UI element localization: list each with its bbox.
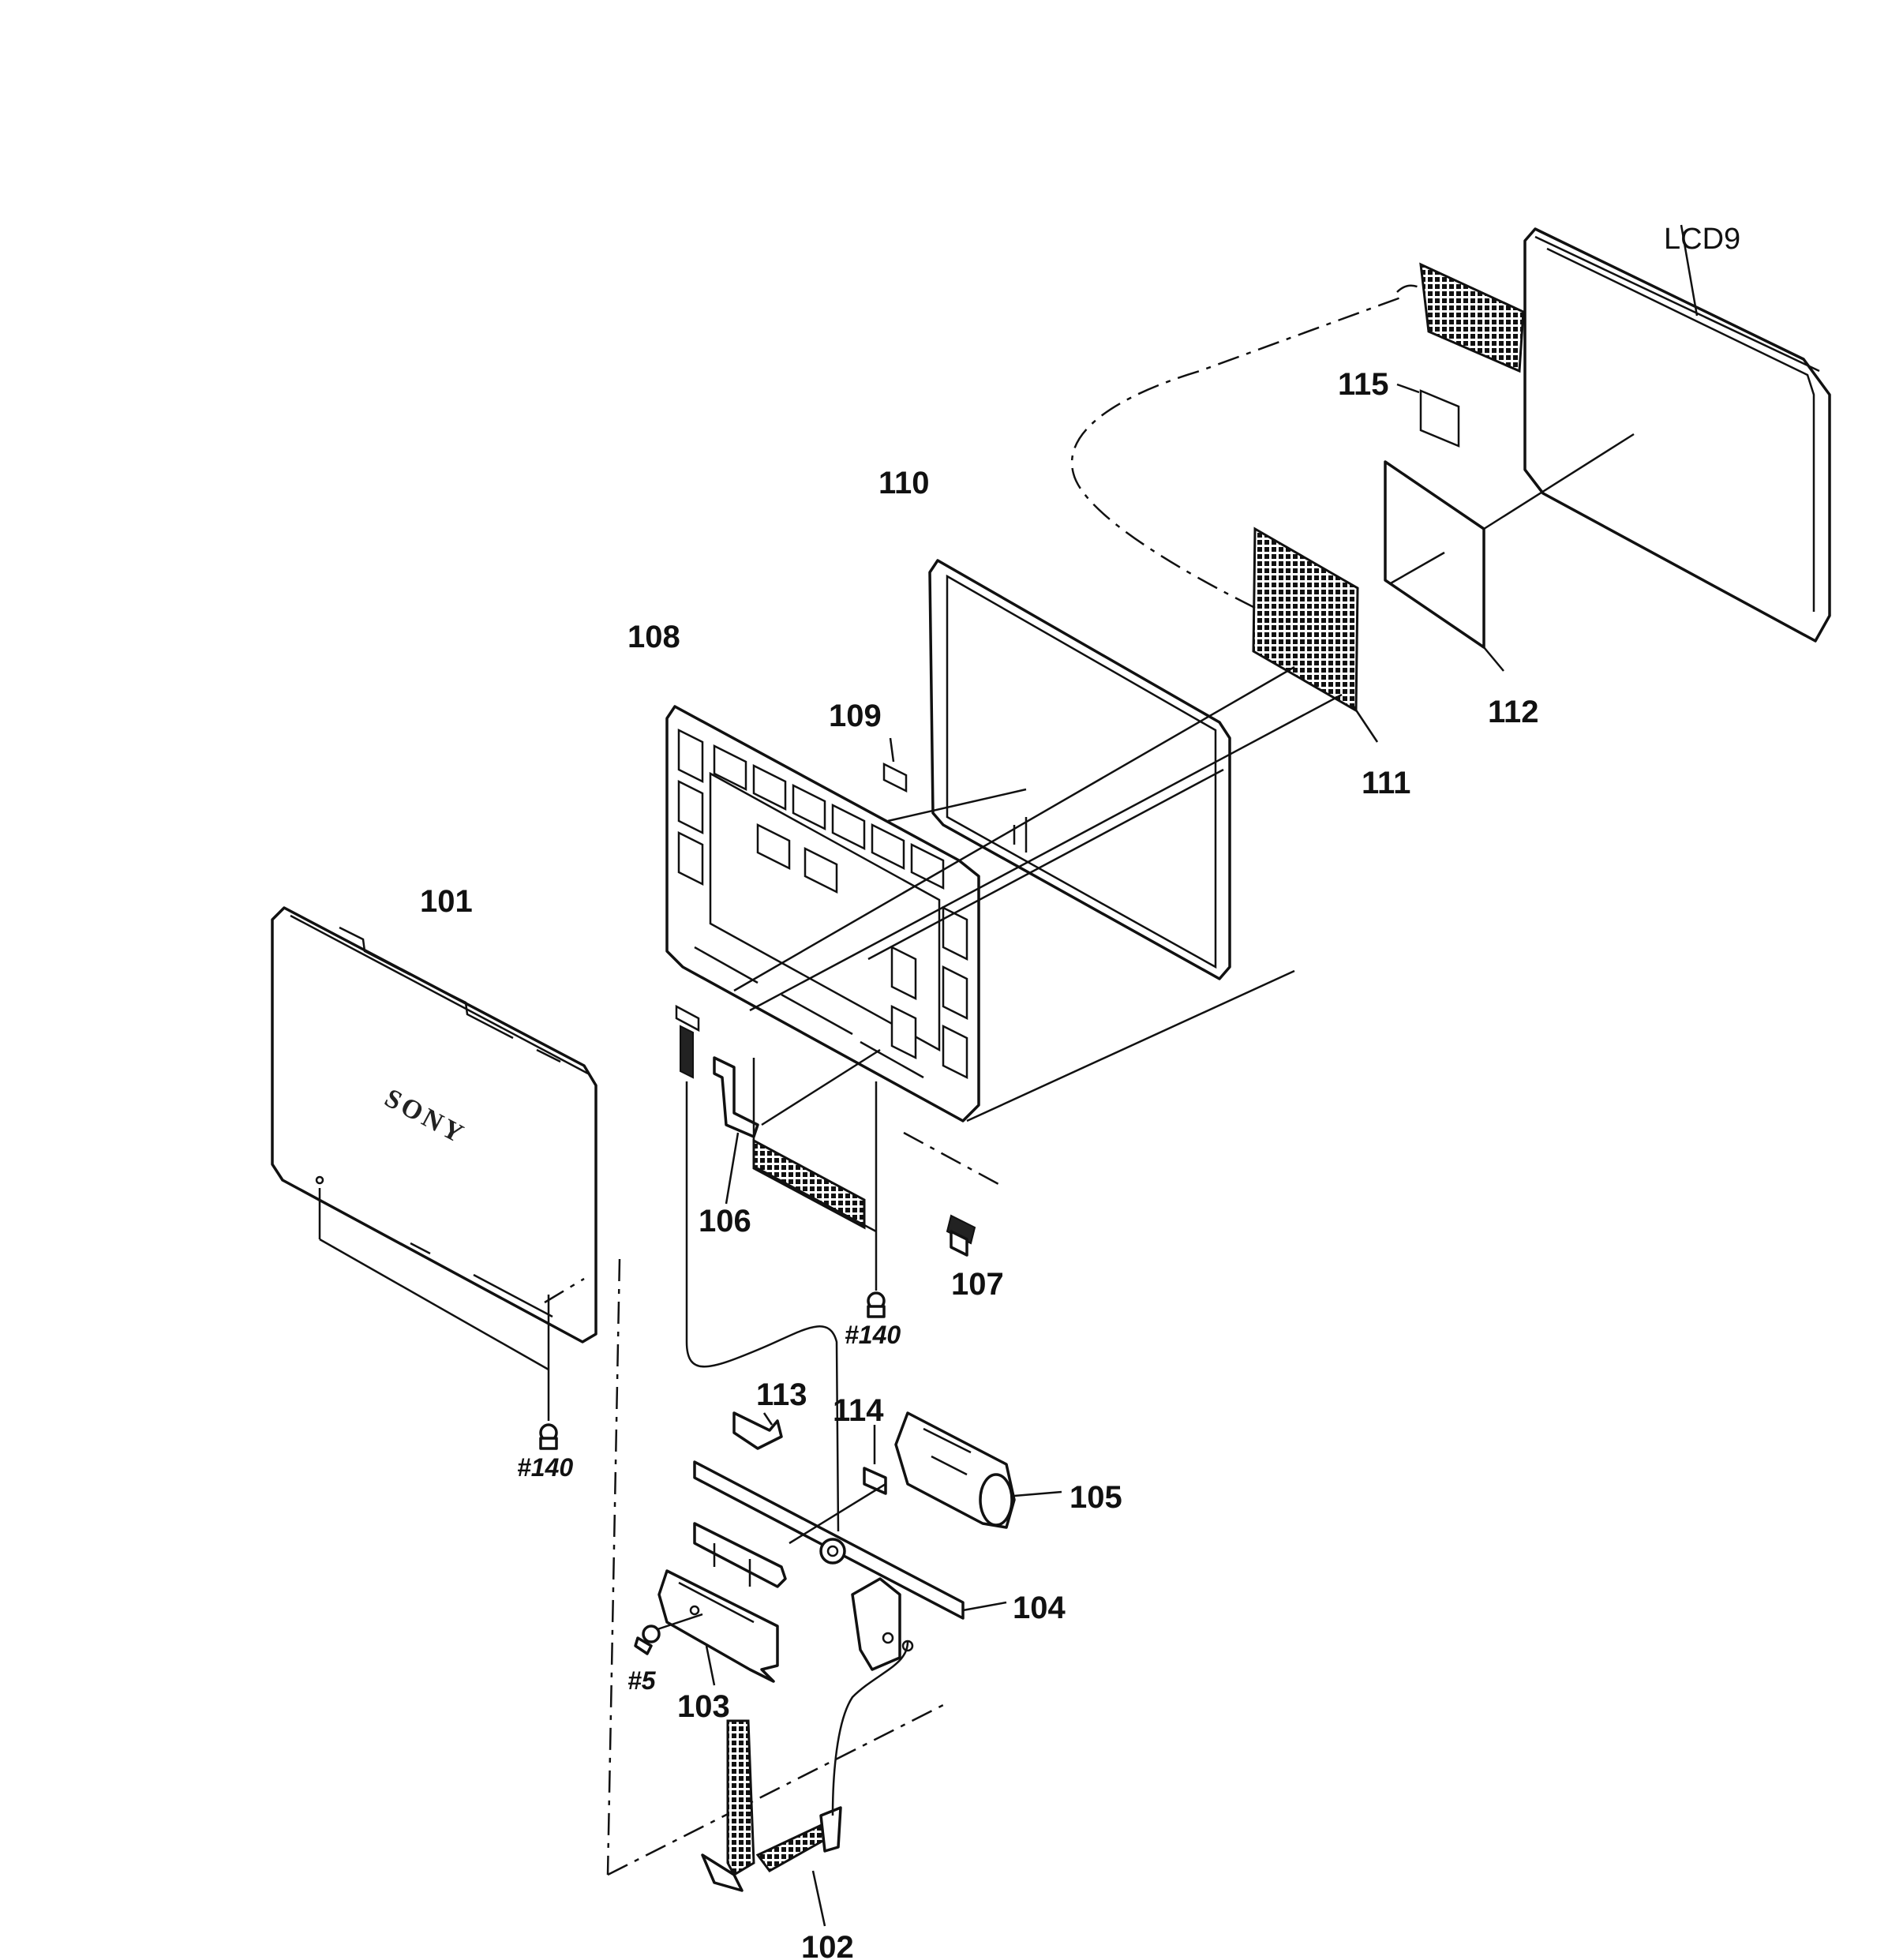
part-113-bracket [732,1411,783,1450]
chassis-grid [677,728,968,1080]
alignment-lines [733,665,1343,1122]
part-114-block [863,1425,887,1495]
part-labels: LCD9 115 110 108 109 111 112 101 106 107… [420,223,1740,1960]
label-screw-140-left: #140 [517,1453,573,1482]
label-106: 106 [699,1204,751,1239]
wire-lead [685,1081,840,1532]
screw-140-center [757,1081,886,1318]
label-108: 108 [627,620,680,654]
label-105: 105 [1069,1480,1122,1515]
label-101: 101 [420,884,473,919]
part-107-clip [903,1131,999,1257]
part-111-shield [1252,527,1379,743]
part-112-sheet [1384,433,1635,672]
part-108-chassis [665,705,980,1122]
part-104-hinge [693,1460,1007,1671]
long-guide-line [606,1258,621,1876]
label-110: 110 [878,466,930,500]
part-106-flex-cable [675,1004,881,1230]
label-screw-140-center: #140 [845,1321,901,1349]
part-102-flex-cable [701,1641,909,1927]
lcd-panel [1523,224,1831,643]
guide-line-111-115 [1070,284,1422,609]
label-115: 115 [1338,367,1389,402]
label-screw-5: #5 [627,1666,657,1695]
part-101-rear-cover: SONY [271,906,597,1344]
part-105-hinge-cover [894,1411,1062,1529]
part-109-pad [882,737,908,793]
label-103: 103 [677,1689,730,1724]
part-103-bracket [654,1569,779,1686]
label-102: 102 [801,1930,854,1960]
part-115-shield [1396,262,1525,448]
label-113: 113 [756,1377,807,1412]
label-104: 104 [1013,1591,1066,1625]
rear-cover-guides [318,1188,585,1450]
label-112: 112 [1488,695,1539,729]
label-107: 107 [951,1267,1004,1302]
label-111: 111 [1362,766,1410,800]
screw-5 [634,1625,661,1655]
bottom-guide-line [607,1703,944,1876]
label-109: 109 [829,699,882,733]
label-114: 114 [833,1393,884,1428]
label-lcd9: LCD9 [1664,223,1740,256]
